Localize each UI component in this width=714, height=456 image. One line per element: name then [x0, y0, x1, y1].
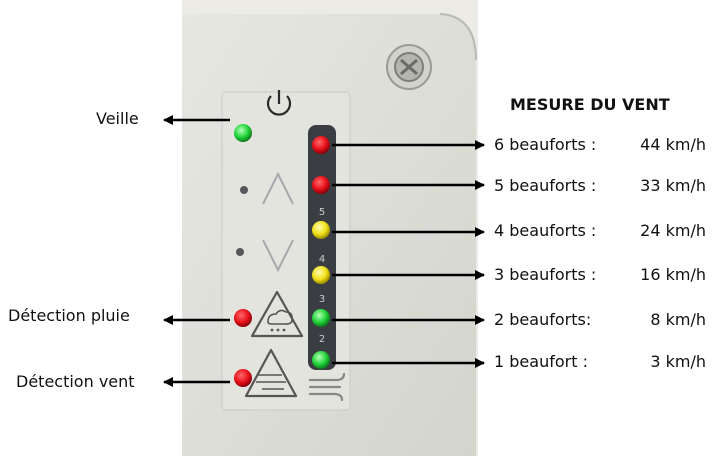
- level-2-speed: 8 km/h: [650, 310, 706, 329]
- led-wind-detection: [234, 369, 252, 387]
- level-5-speed: 33 km/h: [640, 176, 706, 195]
- level-3-label: 3 beauforts :: [494, 265, 597, 284]
- led-standby: [234, 124, 252, 142]
- wind-gust-icon: [308, 372, 346, 402]
- strip-number-2: 2: [319, 334, 325, 345]
- level-3-speed: 16 km/h: [640, 265, 706, 284]
- label-rain-detection: Détection pluie: [8, 306, 130, 325]
- strip-number-5: 5: [319, 207, 325, 218]
- level-6-speed: 44 km/h: [640, 135, 706, 154]
- label-wind-detection: Détection vent: [16, 372, 135, 391]
- level-4-speed: 24 km/h: [640, 221, 706, 240]
- level-1-speed: 3 km/h: [650, 352, 706, 371]
- level-1-label: 1 beaufort :: [494, 352, 588, 371]
- led-level-5: [312, 176, 330, 194]
- strip-number-3: 3: [319, 294, 325, 305]
- level-4-label: 4 beauforts :: [494, 221, 597, 240]
- led-level-1: [312, 351, 330, 369]
- up-arrow-icon: [240, 171, 294, 205]
- rain-warning-icon: [250, 290, 304, 338]
- led-level-4: [312, 221, 330, 239]
- wind-measure-title: MESURE DU VENT: [510, 95, 670, 114]
- led-level-6: [312, 136, 330, 154]
- label-standby: Veille: [96, 109, 139, 128]
- strip-number-4: 4: [319, 254, 325, 265]
- level-6-label: 6 beauforts :: [494, 135, 597, 154]
- power-icon: [266, 90, 292, 116]
- down-arrow-icon: [236, 239, 294, 273]
- led-rain: [234, 309, 252, 327]
- screw-icon: [386, 44, 432, 90]
- level-5-label: 5 beauforts :: [494, 176, 597, 195]
- wind-warning-icon: [244, 348, 298, 398]
- level-2-label: 2 beauforts:: [494, 310, 592, 329]
- led-level-3: [312, 266, 330, 284]
- led-level-2: [312, 309, 330, 327]
